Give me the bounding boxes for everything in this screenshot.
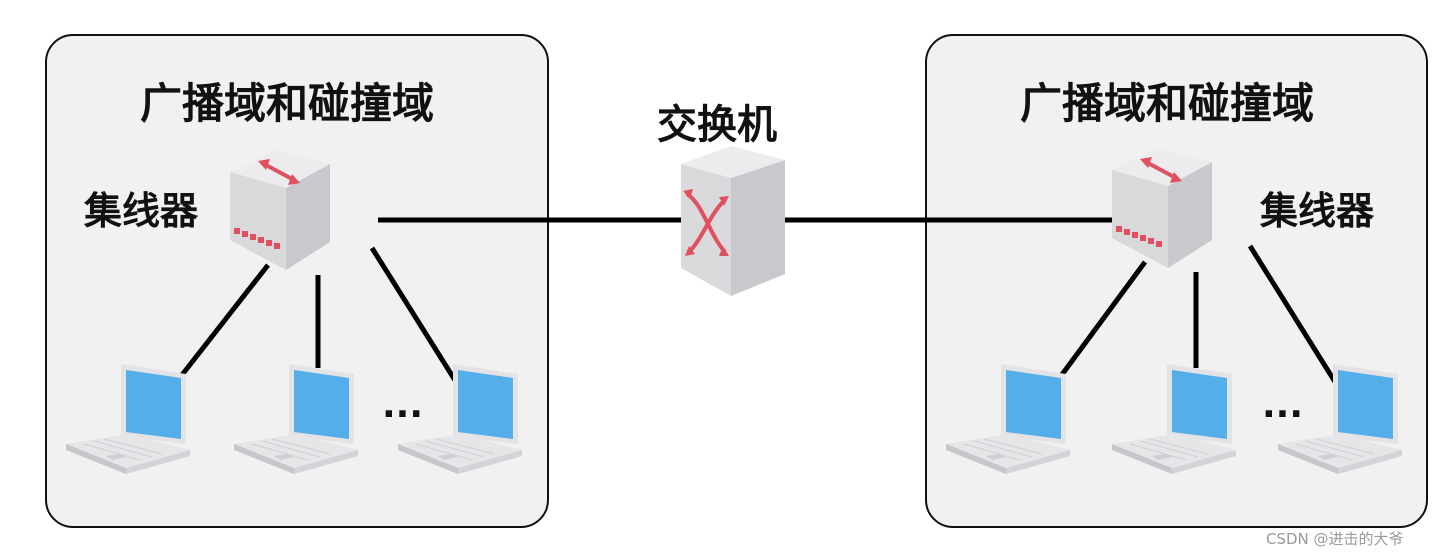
laptop-icon — [233, 363, 359, 475]
right-ellipsis: ··· — [1262, 394, 1304, 435]
link-right-hub-laptop-1 — [1055, 260, 1148, 382]
laptop-icon — [1111, 363, 1237, 475]
link-left-hub-laptop-3 — [369, 246, 461, 387]
right-domain-title: 广播域和碰撞域 — [1020, 79, 1315, 128]
hub-icon — [1110, 146, 1214, 270]
watermark: CSDN @进击的大爷 — [1266, 530, 1404, 548]
hub-icon — [228, 148, 332, 272]
link-right-hub-laptop-3 — [1247, 244, 1340, 387]
right-hub-label: 集线器 — [1260, 189, 1375, 233]
left-domain-title: 广播域和碰撞域 — [140, 79, 435, 128]
laptop-icon — [65, 363, 191, 475]
link-left-hub-laptop-1 — [176, 263, 270, 382]
laptop-icon — [945, 363, 1071, 475]
left-ellipsis: ··· — [382, 394, 424, 435]
switch-icon — [679, 144, 787, 298]
switch-label: 交换机 — [657, 102, 777, 148]
left-hub-label: 集线器 — [84, 189, 199, 233]
